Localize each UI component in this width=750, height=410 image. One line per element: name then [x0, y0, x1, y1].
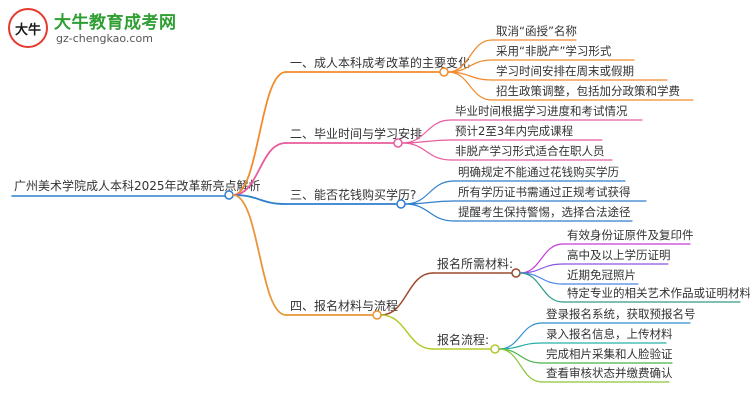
- leaf-label: 明确规定不能通过花钱购买学历: [458, 165, 619, 179]
- branch-label: 一、成人本科成考改革的主要变化: [290, 55, 470, 70]
- leaf-label: 录入报名信息，上传材料: [546, 327, 673, 341]
- logo-mark-icon: 大牛: [8, 8, 48, 48]
- leaf-label: 所有学历证书需通过正规考试获得: [458, 185, 631, 199]
- logo-mark-text: 大牛: [14, 22, 41, 38]
- subgroup-label: 报名所需材料:: [437, 256, 513, 271]
- branch-label: 三、能否花钱购买学历?: [290, 187, 416, 202]
- logo: 大牛 大牛教育成考网 gz-chengkao.com: [4, 6, 204, 52]
- leaf-label: 登录报名系统，获取预报名号: [546, 307, 696, 321]
- leaf-label: 招生政策调整，包括加分政策和学费: [496, 84, 680, 98]
- branch-node-circle: [439, 67, 449, 77]
- leaf-label: 近期免冠照片: [567, 268, 636, 282]
- leaf-label: 查看审核状态并缴费确认: [546, 366, 673, 380]
- leaf-label: 有效身份证原件及复印件: [567, 228, 694, 242]
- branch-connector: [232, 142, 287, 196]
- subgroup-connector: [380, 314, 434, 350]
- leaf-connector: [447, 39, 493, 73]
- leaf-connector: [498, 322, 543, 350]
- leaf-label: 学习时间安排在周末或假期: [496, 64, 634, 78]
- leaf-connector: [498, 348, 543, 364]
- logo-url: gz-chengkao.com: [56, 32, 153, 45]
- leaf-connector: [447, 71, 493, 101]
- branch-node-circle: [393, 138, 403, 148]
- branch-node-circle: [372, 310, 382, 320]
- leaf-label: 预计2至3年内完成课程: [455, 124, 574, 138]
- leaf-label: 提醒考生保持警惕，选择合法途径: [458, 205, 631, 219]
- logo-title: 大牛教育成考网: [54, 13, 177, 33]
- leaf-label: 采用“非脱产”学习形式: [496, 44, 612, 58]
- leaf-label: 特定专业的相关艺术作品或证明材料: [567, 286, 750, 300]
- leaf-connector: [401, 142, 452, 161]
- branch-node-circle: [396, 199, 406, 209]
- subgroup-node-circle: [511, 268, 521, 278]
- branch-label: 二、毕业时间与学习安排: [290, 126, 422, 141]
- branch-label: 四、报名材料与流程: [290, 298, 398, 313]
- branch-connector: [232, 194, 287, 205]
- root-topic: 广州美术学院成人本科2025年改革新亮点解析: [14, 178, 261, 193]
- leaf-label: 毕业时间根据学习进度和考试情况: [455, 104, 628, 118]
- root-node-circle: [224, 190, 234, 200]
- leaf-connector: [519, 272, 564, 303]
- branch-connector: [232, 71, 287, 196]
- branch-connector: [232, 194, 287, 316]
- leaf-label: 高中及以上学历证明: [567, 248, 671, 262]
- leaf-label: 取消“函授”名称: [496, 24, 577, 38]
- leaf-label: 完成相片采集和人脸验证: [546, 347, 673, 361]
- leaf-label: 非脱产学习形式适合在职人员: [455, 144, 605, 158]
- subgroup-label: 报名流程:: [437, 332, 489, 347]
- leaf-connector: [404, 203, 455, 222]
- subgroup-node-circle: [490, 344, 500, 354]
- subgroup-connector: [380, 272, 434, 316]
- leaf-connector: [498, 348, 543, 383]
